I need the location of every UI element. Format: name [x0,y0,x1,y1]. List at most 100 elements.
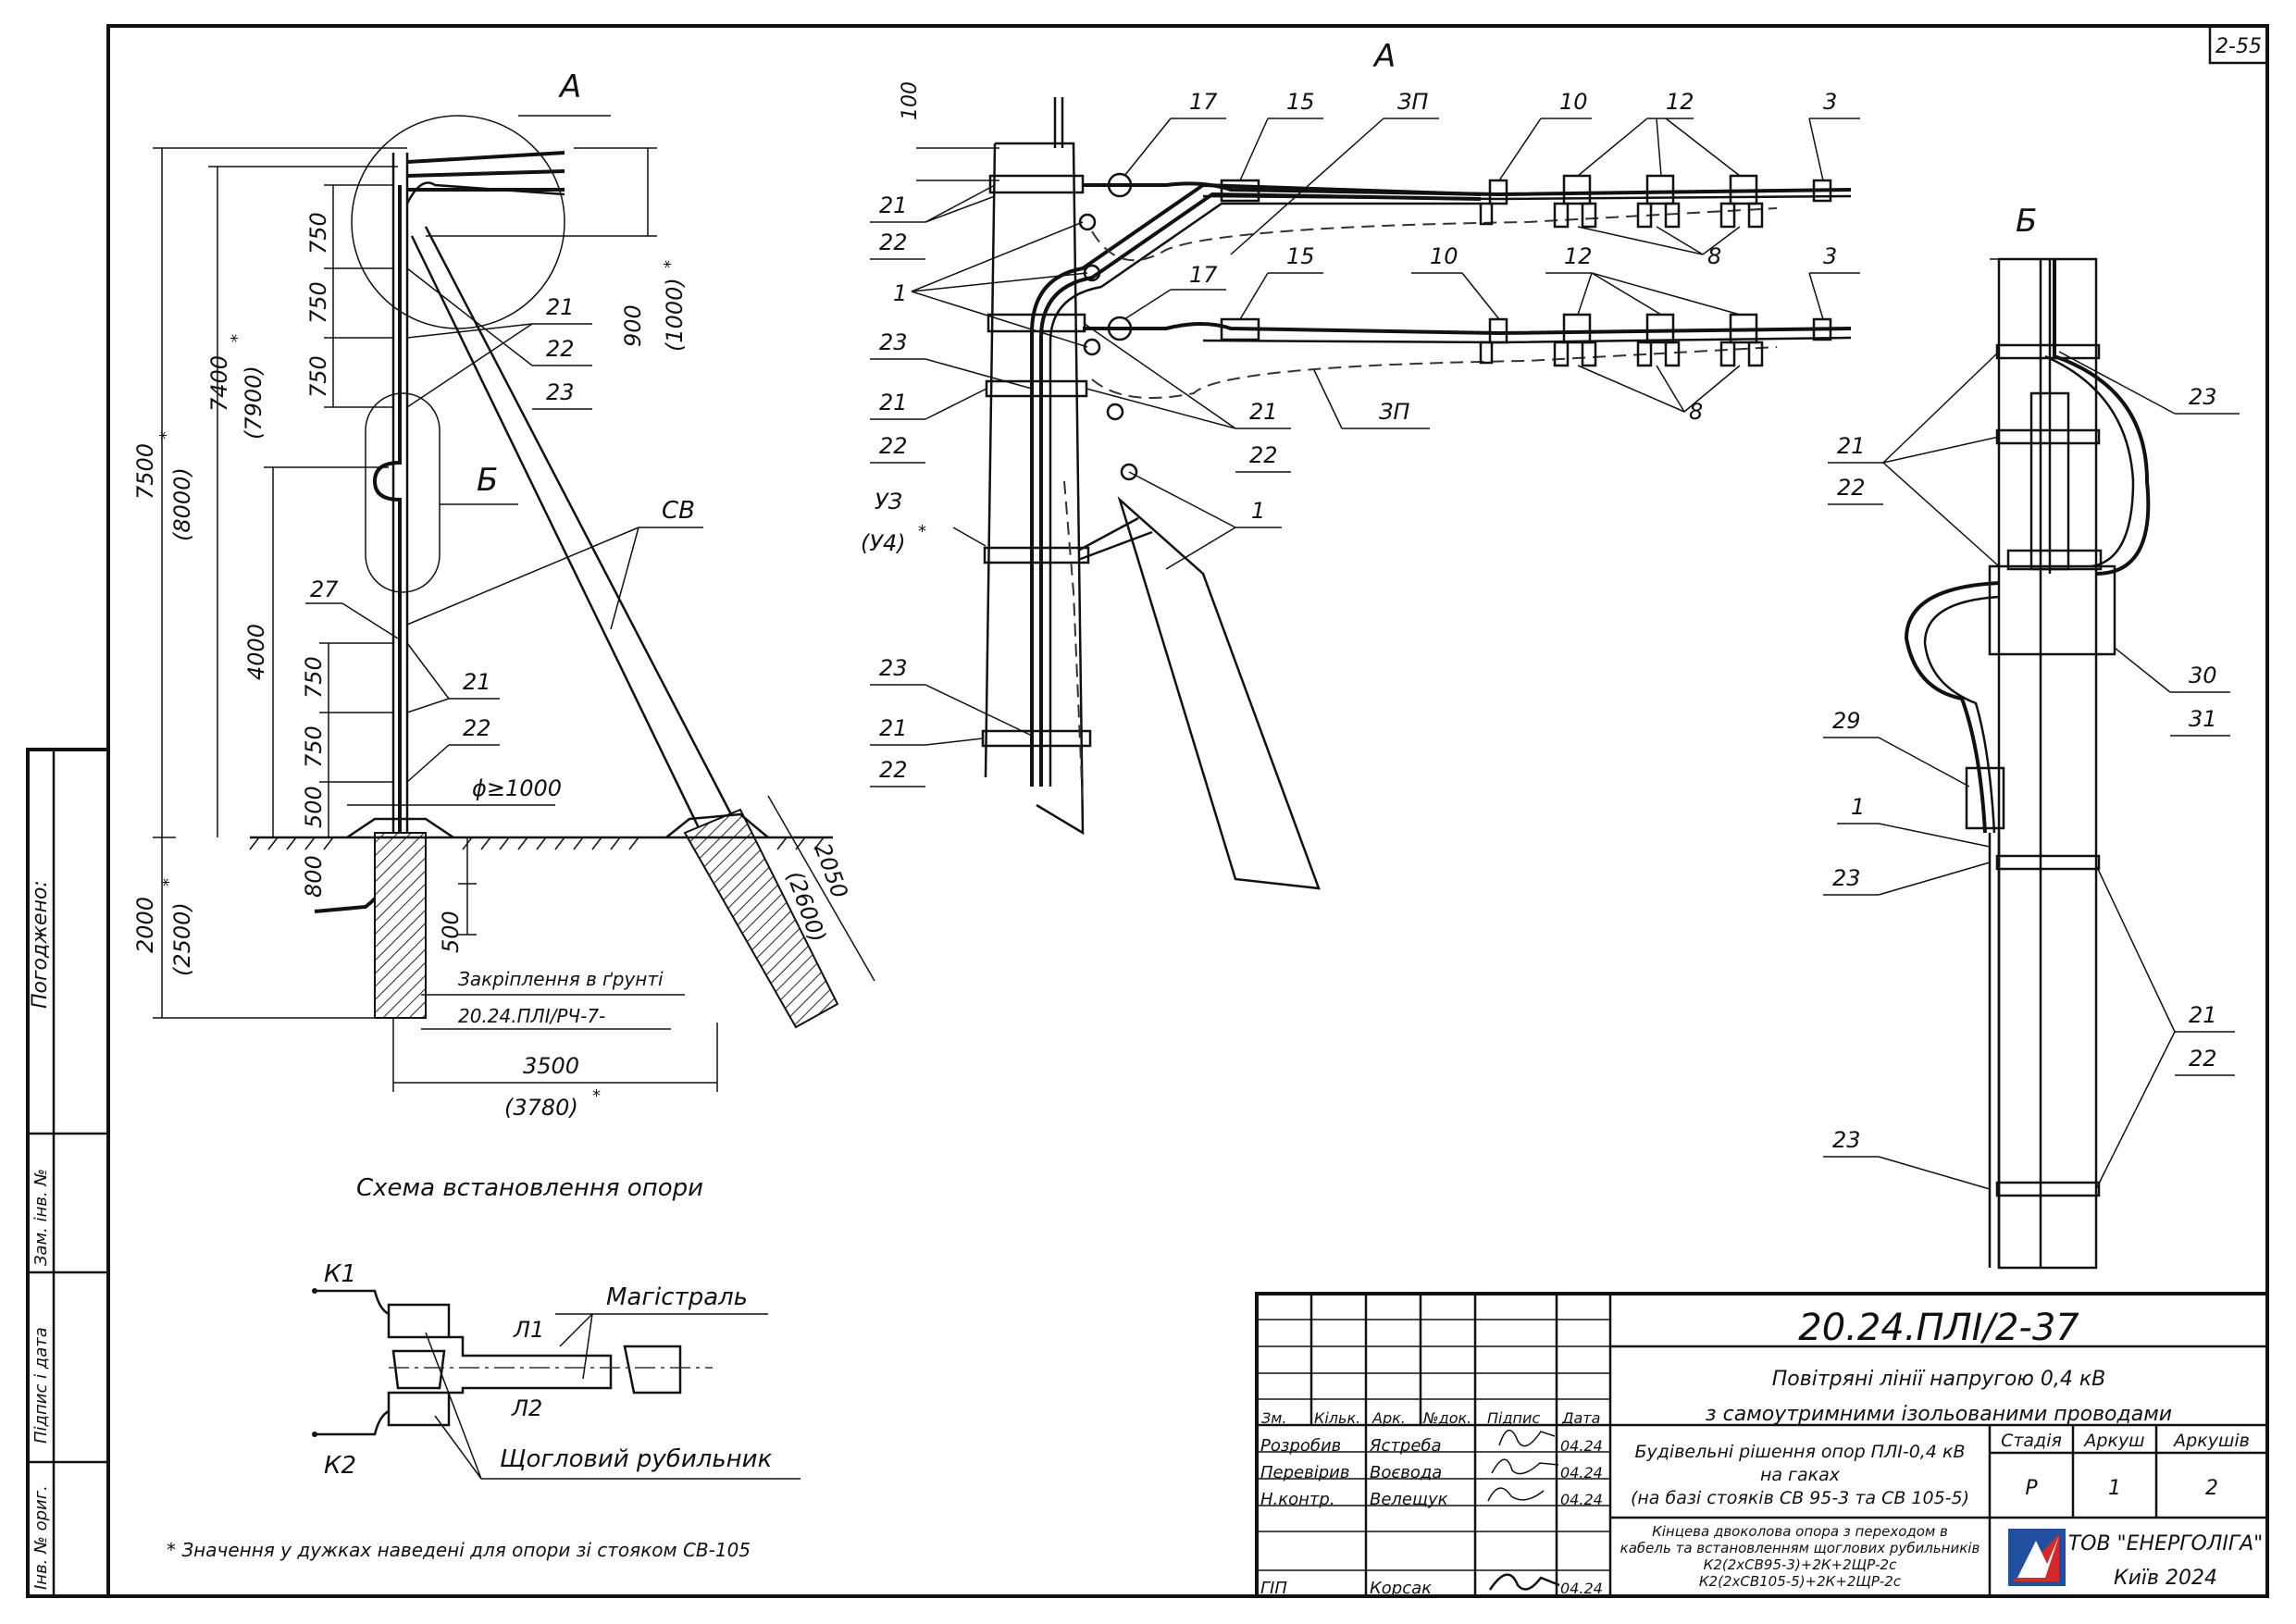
a-label-8-top: 8 [1707,243,1721,269]
svg-text:*: * [661,260,680,268]
hdr-pidpys: Підпис [1487,1409,1540,1427]
drawing-line-4: К2(2хСВ105-5)+2К+2ЩР-2с [1699,1573,1902,1590]
dim-100: 100 [899,81,922,120]
a-label-22-low: 22 [879,757,908,783]
l2-label: Л2 [511,1395,542,1421]
b-label-1: 1 [1851,794,1865,820]
b-label-23-low: 23 [1832,1127,1861,1153]
dim-750-d: 750 [301,656,327,699]
label-22-a: 22 [546,336,575,362]
hdr-kilk: Кільк. [1314,1409,1360,1427]
svg-text:*: * [918,522,926,541]
svg-text:*: * [592,1086,601,1106]
k2-label: К2 [324,1452,356,1480]
b-label-23-mid: 23 [1832,865,1861,891]
section-line-2: на гаках [1760,1465,1841,1485]
side-label-agreed: Погоджено: [29,880,52,1009]
hdr-ndok: №док. [1422,1409,1471,1427]
dim-4000: 4000 [243,624,269,680]
section-line-1: Будівельні рішення опор ПЛІ-0,4 кВ [1635,1442,1966,1462]
detail-b-title: Б [2016,203,2037,240]
detail-a: А 100 [861,38,1860,890]
switch-box-top [387,1303,451,1339]
a-label-u4: (У4) [861,530,906,556]
title-block: Зм. Кільк. Арк. №док. Підпис Дата Розроб… [1255,1292,2269,1598]
dim-7900: (7900) [241,366,267,440]
b-label-21-low: 21 [2189,1002,2217,1028]
a-label-zp-mid: ЗП [1379,399,1409,425]
switch-label: Щогловий рубильник [500,1445,773,1473]
detail-a-title: А [1372,38,1396,75]
side-label-sign-date: Підпис і дата [31,1327,51,1444]
label-23-a: 23 [546,379,575,405]
b-label-21-top: 21 [1837,433,1866,459]
dim-900: 900 [620,304,646,347]
label-21-b: 21 [463,669,491,695]
sheet-frame [106,24,2269,1598]
a-label-23-mid: 23 [879,329,908,355]
drawing-line-2: кабель та встановленням щоглових рубильн… [1620,1540,1980,1556]
sheets-label: Аркушів [2172,1431,2250,1451]
drawing-line-3: К2(2хСВ95-3)+2К+2ЩР-2с [1704,1556,1897,1573]
stage-value: Р [2025,1477,2038,1500]
dim-1000: (1000) [662,278,688,352]
name-3: Корсак [1370,1579,1432,1598]
label-sv: СВ [662,497,695,525]
stage-label: Стадія [2001,1431,2062,1451]
label-21-a: 21 [546,294,575,320]
a-label-1-left: 1 [893,280,907,306]
a-label-1-lower: 1 [1251,498,1265,524]
date-0: 04.24 [1560,1437,1603,1455]
sheets-value: 2 [2205,1477,2218,1500]
role-2: Н.контр. [1260,1490,1335,1509]
a-label-zp-top: ЗП [1397,89,1428,115]
a-label-3-mid: 3 [1823,243,1837,269]
dim-500-a: 500 [301,786,327,828]
dim-phi: ϕ≥1000 [472,775,562,801]
side-label-replace: Зам. інв. № [31,1169,51,1266]
b-label-22-low: 22 [2189,1046,2217,1072]
k1-label: К1 [324,1260,356,1288]
signature-0 [1498,1430,1556,1447]
side-stamp: Погоджено: Зам. інв. № Підпис і дата Інв… [26,748,110,1598]
b-label-23-top: 23 [2189,384,2217,410]
b-label-30: 30 [2189,663,2217,688]
dim-3780: (3780) [504,1095,578,1121]
hdr-ark: Арк. [1371,1409,1406,1427]
a-label-3-top: 3 [1823,89,1837,115]
signature-1 [1491,1458,1559,1475]
a-label-21-mid: 21 [879,390,908,415]
dim-750-b: 750 [305,281,331,324]
detail-b: Б 23 21 22 30 31 [1823,203,2240,1270]
dim-2500: (2500) [169,902,195,976]
hdr-zm: Зм. [1261,1409,1286,1427]
dim-750-a: 750 [305,212,331,254]
a-label-12-top: 12 [1666,89,1694,115]
schema-caption: Схема встановлення опори [356,1174,703,1202]
a-label-10-mid: 10 [1430,243,1458,269]
label-27: 27 [310,576,339,602]
sheet-value: 1 [2108,1477,2121,1500]
dim-2000: 2000 [132,897,158,953]
dim-7500: 7500 [132,443,158,500]
a-label-12-mid: 12 [1564,243,1593,269]
hdr-data: Дата [1561,1409,1600,1427]
a-label-22-top: 22 [879,229,908,255]
date-2: 04.24 [1560,1491,1603,1508]
dim-3500: 3500 [523,1053,579,1079]
b-label-31: 31 [2189,706,2217,732]
switch-box-bottom [387,1391,451,1427]
callout-circle-a [351,115,565,329]
installation-schema: А Б [132,68,875,1202]
callout-b-label: Б [477,462,498,499]
a-label-22-mid: 22 [879,433,908,459]
name-1: Воєвода [1370,1463,1442,1482]
sheet-number: 2-55 [2215,35,2262,58]
a-label-21-top: 21 [879,192,908,218]
dim-500-b: 500 [438,911,464,953]
dim-750-e: 750 [301,725,327,768]
role-3: ГІП [1260,1579,1287,1598]
label-22-b: 22 [463,715,491,741]
date-3: 04.24 [1560,1580,1603,1597]
